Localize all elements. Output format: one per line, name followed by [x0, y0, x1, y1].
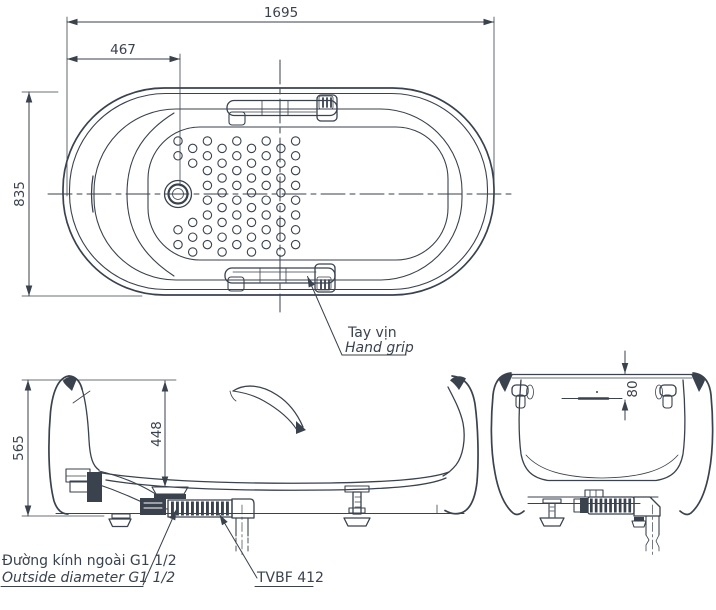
outside-diameter-label-vi: Đường kính ngoài G1 1/2 — [2, 553, 177, 569]
hand-grip-label-vi: Tay vịn — [347, 325, 397, 341]
end-view — [490, 350, 714, 557]
drain-piping-side — [140, 486, 255, 557]
overflow-mark — [90, 175, 94, 213]
hand-grip-label-en: Hand grip — [345, 340, 414, 356]
grip-mount-right — [655, 384, 677, 409]
callout-leaders — [0, 509, 314, 588]
drain — [163, 179, 193, 209]
hose-ribs — [171, 501, 229, 516]
side-view — [21, 375, 479, 557]
top-view — [21, 16, 513, 356]
dim-drain-offset: 467 — [110, 42, 136, 58]
hand-grip-bottom — [224, 263, 336, 293]
anti-slip-dots — [173, 136, 301, 257]
dim-overall-length: 1695 — [264, 5, 298, 21]
model-code-leader — [219, 514, 258, 579]
dim-tub-height: 565 — [11, 435, 27, 461]
tub-rim-inner-edge — [68, 92, 489, 291]
outside-diameter-leader — [142, 509, 177, 586]
hand-grip-leader — [307, 276, 407, 356]
outside-diameter-label-en: Outside diameter G1 1/2 — [2, 570, 175, 586]
grip-mount-left — [511, 384, 534, 409]
model-code-label: TVBF 412 — [256, 570, 324, 586]
hand-grip-side-profile — [229, 385, 306, 434]
dim-inner-depth: 448 — [149, 421, 165, 447]
dim-rim-to-waterline: 80 — [625, 380, 641, 397]
seat-contour — [126, 112, 175, 277]
hand-grip-top — [226, 94, 338, 126]
dim-overall-width: 835 — [12, 181, 28, 207]
tub-opening — [93, 108, 463, 281]
tub-floor-outline — [147, 126, 449, 261]
foot-end-view — [539, 498, 565, 527]
drain-piping-end — [573, 496, 661, 557]
hose-ribs — [590, 498, 632, 513]
